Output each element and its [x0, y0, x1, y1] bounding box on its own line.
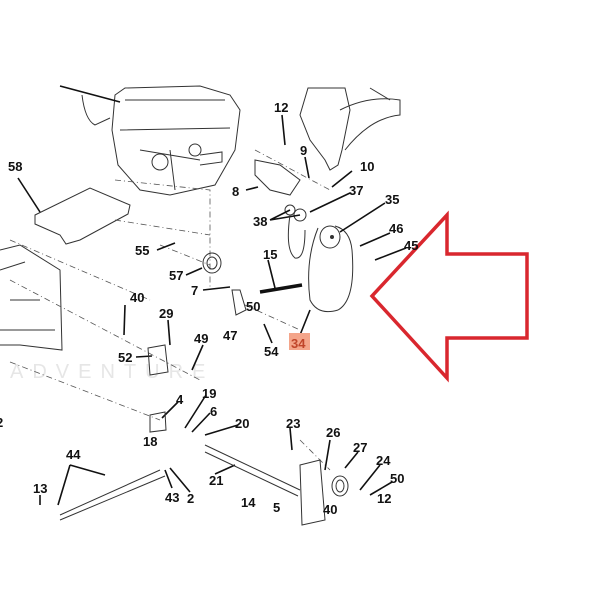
part-label: 4 — [176, 392, 184, 407]
part-label: 44 — [66, 447, 81, 462]
part-label: 57 — [169, 268, 183, 283]
pointer-arrow — [369, 210, 529, 383]
part-label: 43 — [165, 490, 179, 505]
part-label: 13 — [33, 481, 47, 496]
plate — [34, 187, 131, 245]
part-label: 58 — [8, 159, 22, 174]
part-label: 12 — [274, 100, 288, 115]
part-label: 40 — [130, 290, 144, 305]
part-label: 23 — [286, 416, 300, 431]
auger-housing — [299, 87, 401, 171]
part-label: 18 — [143, 434, 157, 449]
part-label: 49 — [194, 331, 208, 346]
part-labels: 12 9 10 37 35 8 38 58 46 45 55 15 57 7 4… — [0, 100, 418, 517]
part-label: 19 — [202, 386, 216, 401]
part-label: 8 — [232, 184, 239, 199]
part-label: 5 — [273, 500, 280, 515]
part-label: 21 — [209, 473, 223, 488]
highlight-box — [289, 333, 310, 350]
part-label: 46 — [389, 221, 403, 236]
frame — [0, 244, 63, 351]
part-label: 50 — [390, 471, 404, 486]
part-label: 24 — [376, 453, 391, 468]
part-label: 2 — [187, 491, 194, 506]
part-label: 38 — [253, 214, 267, 229]
watermark: ADVENTURE — [10, 361, 214, 383]
part-label: 29 — [159, 306, 173, 321]
part-label: 10 — [360, 159, 374, 174]
part-label: 47 — [223, 328, 237, 343]
part-label: 26 — [326, 425, 340, 440]
part-label-highlighted: 34 — [291, 336, 306, 351]
part-label: 15 — [263, 247, 277, 262]
part-label: 35 — [385, 192, 399, 207]
engine — [59, 85, 241, 196]
part-label: 27 — [353, 440, 367, 455]
part-label: 50 — [246, 299, 260, 314]
part-label: 7 — [191, 283, 198, 298]
part-label: 55 — [135, 243, 149, 258]
part-label: 2 — [0, 415, 3, 430]
part-label: 40 — [323, 502, 337, 517]
part-label: 14 — [241, 495, 256, 510]
part-label: 37 — [349, 183, 363, 198]
part-label: 45 — [404, 238, 418, 253]
part-label: 9 — [300, 143, 307, 158]
part-label: 52 — [118, 350, 132, 365]
part-label: 6 — [210, 404, 217, 419]
part-label: 20 — [235, 416, 249, 431]
part-label: 54 — [264, 344, 279, 359]
part-label: 12 — [377, 491, 391, 506]
